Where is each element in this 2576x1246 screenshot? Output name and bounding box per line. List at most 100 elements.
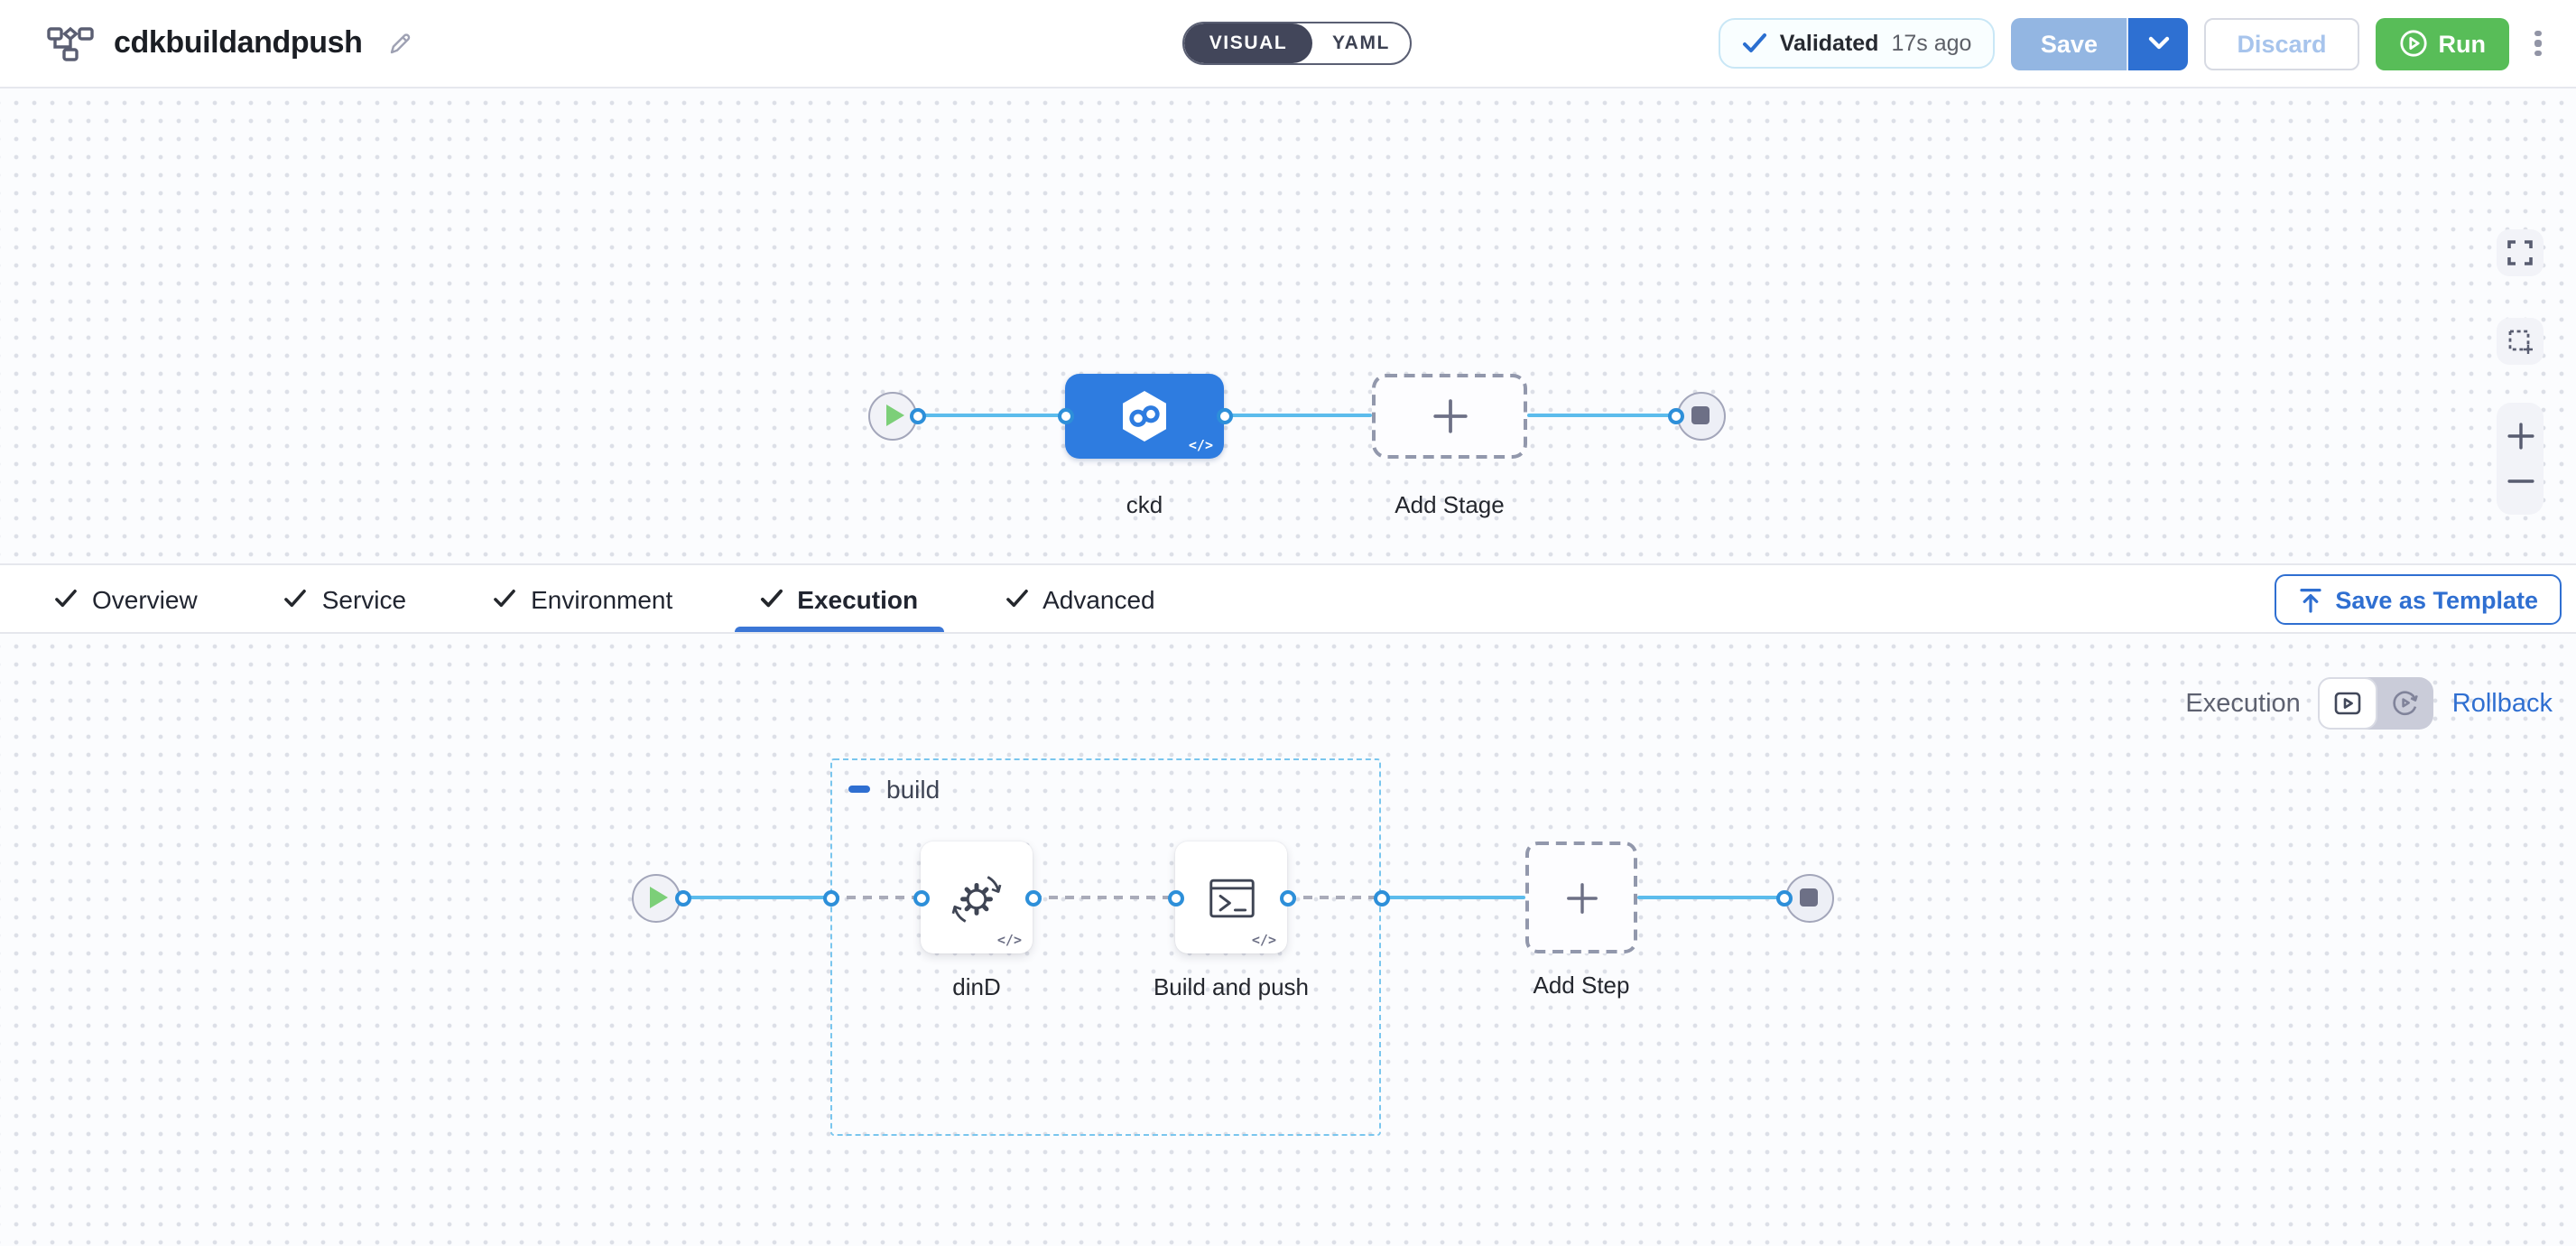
connector-line — [1381, 895, 1525, 900]
connector-dot — [1057, 407, 1073, 423]
zoom-controls — [2497, 403, 2544, 515]
add-stage-button[interactable] — [1372, 374, 1527, 459]
connector-dot — [1167, 889, 1183, 906]
infinity-hexagon-icon — [1112, 384, 1177, 449]
fullscreen-button[interactable] — [2497, 229, 2544, 276]
collapse-group-icon[interactable] — [848, 786, 870, 793]
validation-time: 17s ago — [1891, 31, 1972, 56]
connector-line — [1637, 895, 1784, 900]
execution-rollback-toggle[interactable] — [2318, 677, 2434, 730]
stage-group-label: build — [886, 775, 941, 804]
connector-dot — [1024, 889, 1041, 906]
run-button[interactable]: Run — [2375, 17, 2509, 70]
check-icon — [284, 589, 308, 609]
stop-icon — [1800, 888, 1818, 907]
tab-execution[interactable]: Execution — [734, 565, 944, 632]
add-stage-label: Add Stage — [1395, 491, 1505, 518]
save-as-template-button[interactable]: Save as Template — [2274, 574, 2562, 625]
zoom-out-icon[interactable] — [2507, 469, 2534, 496]
step-node-build-and-push[interactable]: </> — [1175, 842, 1287, 953]
pipeline-header: cdkbuildandpush VISUAL YAML Validated — [0, 0, 2576, 88]
marquee-select-button[interactable] — [2497, 318, 2544, 365]
tab-advanced[interactable]: Advanced — [1005, 565, 1155, 632]
add-step-label: Add Step — [1533, 972, 1630, 999]
execution-mode-label: Execution — [2185, 689, 2301, 718]
rollback-circular-icon — [2394, 691, 2419, 716]
tab-label: Environment — [531, 584, 673, 613]
active-tab-underline — [734, 626, 944, 632]
tab-yaml[interactable]: YAML — [1332, 33, 1390, 54]
validation-status: Validated — [1779, 31, 1879, 56]
zoom-in-icon[interactable] — [2507, 422, 2534, 449]
dashed-connector-line — [830, 895, 921, 900]
save-as-template-label: Save as Template — [2335, 586, 2538, 613]
check-icon — [493, 589, 516, 609]
plus-icon — [1566, 882, 1597, 913]
connector-line — [917, 413, 1065, 418]
execution-canvas[interactable]: Execution Rollback — [0, 630, 2576, 1246]
fullscreen-icon — [2507, 240, 2533, 265]
discard-button[interactable]: Discard — [2204, 17, 2359, 70]
save-split-button: Save — [2011, 17, 2189, 70]
stage-canvas[interactable]: </> ckd Add Stage — [0, 87, 2576, 563]
play-circle-icon — [2399, 29, 2428, 58]
connector-dot — [1668, 407, 1684, 423]
connector-dot — [913, 889, 929, 906]
pipeline-title: cdkbuildandpush — [114, 25, 363, 60]
connector-line — [682, 895, 830, 900]
tab-environment[interactable]: Environment — [493, 565, 672, 632]
connector-dot — [674, 889, 690, 906]
dashed-connector-line — [1287, 895, 1381, 900]
upload-icon — [2299, 588, 2321, 612]
gear-sync-icon — [951, 876, 1002, 923]
code-icon: </> — [1188, 437, 1213, 453]
kebab-menu-icon[interactable] — [2525, 17, 2551, 70]
check-icon — [759, 589, 783, 609]
dashed-connector-line — [1033, 895, 1175, 900]
pipeline-end-node — [1676, 391, 1725, 440]
step-label: dinD — [952, 973, 1001, 1000]
connector-dot — [909, 407, 925, 423]
connector-dot — [1279, 889, 1295, 906]
tab-label: Service — [321, 584, 407, 613]
play-box-icon — [2335, 692, 2362, 715]
run-label: Run — [2438, 30, 2487, 57]
visual-yaml-toggle[interactable]: VISUAL YAML — [1182, 22, 1412, 65]
connector-dot — [1373, 889, 1389, 906]
step-node-dind[interactable]: </> — [921, 842, 1033, 953]
execution-mode-button[interactable] — [2318, 677, 2378, 730]
save-button[interactable]: Save — [2011, 17, 2127, 70]
rollback-link[interactable]: Rollback — [2451, 689, 2553, 718]
pipeline-start-node — [867, 391, 916, 440]
stage-node-ckd[interactable]: </> — [1065, 374, 1224, 459]
tab-label: Overview — [92, 584, 198, 613]
connector-line — [1527, 413, 1677, 418]
play-icon — [886, 404, 904, 426]
check-icon — [1742, 33, 1767, 54]
tab-label: Advanced — [1042, 584, 1155, 613]
execution-start-node — [631, 873, 680, 922]
add-step-button[interactable] — [1525, 842, 1637, 953]
rollback-mode-button[interactable] — [2378, 677, 2434, 730]
stage-group-build[interactable] — [830, 758, 1381, 1136]
validation-badge[interactable]: Validated 17s ago — [1718, 18, 1996, 69]
tab-visual[interactable]: VISUAL — [1184, 23, 1312, 63]
check-icon — [1005, 589, 1028, 609]
step-label: Build and push — [1153, 973, 1309, 1000]
chevron-down-icon — [2147, 36, 2169, 51]
execution-mode-row: Execution Rollback — [2185, 677, 2553, 730]
tab-service[interactable]: Service — [284, 565, 406, 632]
stage-label: ckd — [1126, 491, 1163, 518]
execution-end-node — [1784, 873, 1833, 922]
pipeline-icon — [47, 24, 94, 62]
edit-pencil-icon[interactable] — [385, 30, 412, 57]
plus-icon — [1432, 399, 1467, 433]
tab-overview[interactable]: Overview — [54, 565, 198, 632]
code-icon: </> — [996, 932, 1022, 948]
play-icon — [650, 887, 668, 908]
connector-dot — [1776, 889, 1793, 906]
save-options-button[interactable] — [2127, 17, 2189, 70]
code-icon: </> — [1251, 932, 1276, 948]
terminal-icon — [1209, 878, 1254, 917]
connector-dot — [822, 889, 839, 906]
